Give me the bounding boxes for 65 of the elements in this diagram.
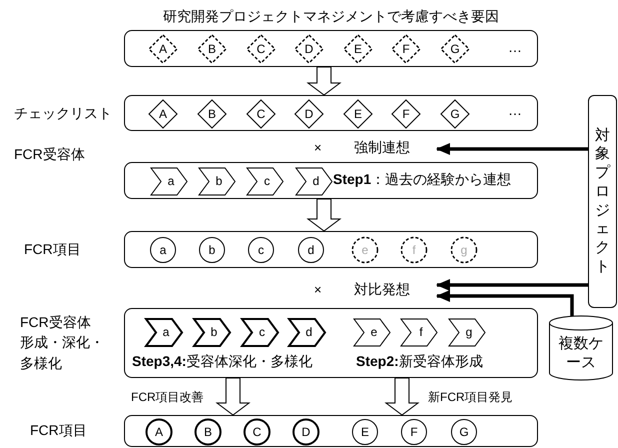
ellipsis: … xyxy=(508,39,522,55)
step-caption: Step2:新受容体形成 xyxy=(356,353,483,371)
row-label: チェックリスト xyxy=(14,104,112,123)
circle-tag: B xyxy=(195,419,221,445)
row-label: FCR項目 xyxy=(24,240,81,259)
chevron-tag: a xyxy=(146,318,182,346)
arrow xyxy=(436,290,574,316)
chevron-tag: b xyxy=(199,168,235,194)
diamond-tag: F xyxy=(392,35,420,63)
chevron-tag: c xyxy=(247,168,283,194)
circle-tag: F xyxy=(401,419,427,445)
edge-label: FCR項目改善 xyxy=(131,389,204,406)
chevron-tag: c xyxy=(242,318,278,346)
times-sign: × xyxy=(314,140,322,155)
circle-tag: D xyxy=(293,419,319,445)
cylinder: 複数ケース xyxy=(549,316,613,380)
method-label: 対比発想 xyxy=(354,281,410,299)
chevron-tag: b xyxy=(194,318,230,346)
diamond-tag: D xyxy=(295,35,323,63)
diamond-tag: G xyxy=(441,35,469,63)
block-arrow xyxy=(306,66,342,96)
chevron-tag: f xyxy=(401,318,437,346)
circle-tag: G xyxy=(451,419,477,445)
chevron-tag: e xyxy=(354,318,390,346)
heading: 研究開発プロジェクトマネジメントで考慮すべき要因 xyxy=(162,8,500,26)
circle-tag: a xyxy=(150,237,176,263)
block-arrow xyxy=(384,378,420,416)
circle-tag: C xyxy=(244,419,270,445)
row-label: FCR受容体形成・深化・多様化 xyxy=(20,313,104,373)
arrow xyxy=(436,279,588,291)
circle-tag: g xyxy=(451,237,477,263)
diamond-tag: C xyxy=(247,35,275,63)
step-caption: Step3,4:受容体深化・多様化 xyxy=(132,353,312,371)
row-label: FCR項目 xyxy=(30,421,87,440)
chevron-tag: g xyxy=(449,318,485,346)
edge-label: 新FCR項目発見 xyxy=(428,389,513,406)
circle-tag: b xyxy=(199,237,225,263)
diamond-tag: E xyxy=(344,35,372,63)
diamond-tag: A xyxy=(149,35,177,63)
target-box: 対象プロジェクト xyxy=(588,95,617,308)
diamond-tag: B xyxy=(198,100,226,128)
diamond-tag: D xyxy=(295,100,323,128)
diamond-tag: G xyxy=(441,100,469,128)
circle-tag: e xyxy=(352,237,378,263)
block-arrow xyxy=(306,198,342,232)
diamond-tag: F xyxy=(392,100,420,128)
diamond-tag: A xyxy=(149,100,177,128)
block-arrow xyxy=(216,378,250,416)
method-label: 強制連想 xyxy=(354,139,410,157)
circle-tag: c xyxy=(248,237,274,263)
row-label: FCR受容体 xyxy=(14,145,85,164)
chevron-tag: d xyxy=(296,168,332,194)
circle-tag: E xyxy=(352,419,378,445)
chevron-tag: d xyxy=(289,318,325,346)
ellipsis: … xyxy=(508,102,522,118)
diamond-tag: C xyxy=(247,100,275,128)
diamond-tag: B xyxy=(198,35,226,63)
diamond-tag: E xyxy=(344,100,372,128)
circle-tag: A xyxy=(146,419,172,445)
step-caption: Step1：過去の経験から連想 xyxy=(333,171,512,189)
arrow xyxy=(436,143,588,155)
times-sign: × xyxy=(314,282,322,297)
chevron-tag: a xyxy=(151,168,187,194)
circle-tag: f xyxy=(401,237,427,263)
circle-tag: d xyxy=(298,237,324,263)
